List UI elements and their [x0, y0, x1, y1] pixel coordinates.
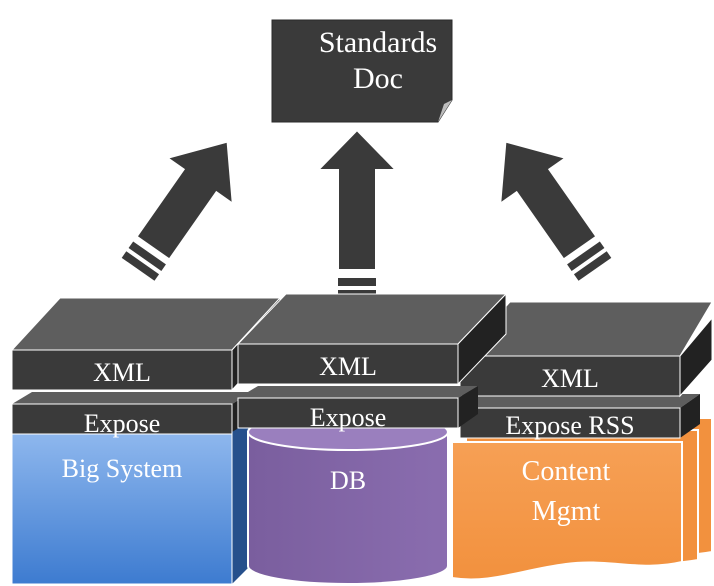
arrow-right: [499, 140, 612, 281]
xml-label-1: XML: [93, 358, 151, 387]
arrow-center: [315, 128, 399, 298]
expose-slab-1: Expose: [11, 392, 252, 438]
column-db: DB Expose XML: [236, 292, 508, 585]
content-mgmt-label-line2: Mgmt: [532, 496, 601, 527]
content-mgmt-label-line1: Content: [522, 456, 611, 487]
column-content-mgmt: Content Mgmt Expose RSS XML: [451, 301, 713, 581]
xml-label-3: XML: [541, 364, 599, 393]
xml-slab-2: XML: [236, 292, 508, 386]
big-system-box: Big System: [11, 414, 250, 585]
expose-label-2: Expose: [310, 403, 387, 432]
expose-label-1: Expose: [84, 409, 161, 438]
standards-doc: Standards Doc: [271, 19, 453, 123]
db-cylinder: DB: [247, 413, 449, 585]
standards-doc-line2: Doc: [353, 62, 403, 95]
standards-doc-line1: Standards: [319, 26, 437, 59]
db-label: DB: [330, 466, 366, 495]
expose-slab-3: Expose RSS: [459, 394, 700, 440]
big-system-label: Big System: [62, 454, 183, 483]
column-big-system: Big System Expose XML: [10, 296, 282, 585]
expose-slab-2: Expose: [237, 386, 478, 432]
content-mgmt-pages: Content Mgmt: [451, 417, 713, 581]
xml-label-2: XML: [319, 352, 377, 381]
xml-slab-1: XML: [10, 296, 282, 392]
xml-slab-3: XML: [458, 301, 713, 398]
expose-rss-label: Expose RSS: [505, 411, 634, 440]
arrow-left: [121, 140, 234, 281]
